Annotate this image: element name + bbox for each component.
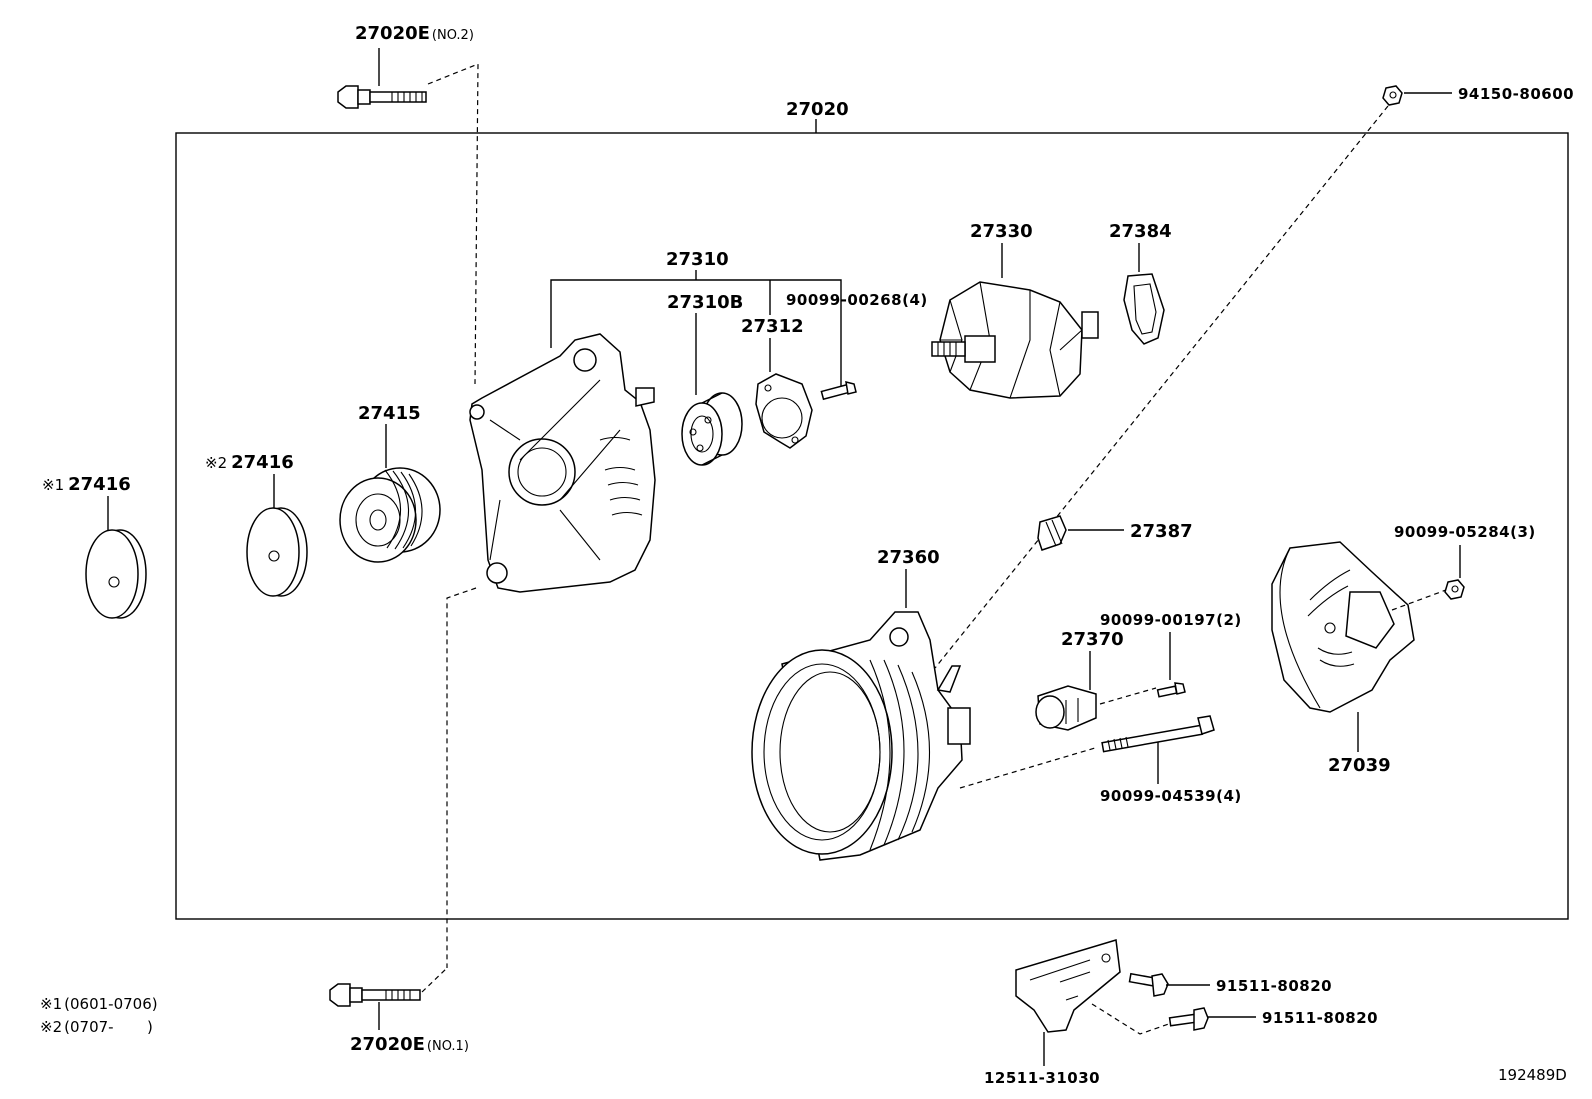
brush-holder-27370[interactable]: 27370	[1035, 629, 1157, 731]
svg-text:91511-80820: 91511-80820	[1216, 977, 1332, 995]
svg-text:27387: 27387	[1130, 521, 1193, 542]
bracket-12511-31030[interactable]: 12511-31030	[984, 939, 1181, 1087]
svg-text:27039: 27039	[1328, 755, 1391, 776]
svg-text:94150-80600: 94150-80600	[1458, 85, 1574, 103]
svg-text:27370: 27370	[1061, 629, 1124, 650]
svg-text:27020E(NO.2): 27020E(NO.2)	[355, 23, 474, 44]
svg-text:27415: 27415	[358, 403, 421, 424]
insulator-27387[interactable]: 27387	[1037, 515, 1193, 551]
rotor-27330[interactable]: 27330	[931, 221, 1099, 399]
svg-text:27312: 27312	[741, 316, 804, 337]
assembly-frame	[175, 132, 1569, 920]
svg-text:27310: 27310	[666, 249, 729, 270]
bolt-90099-04539[interactable]: 90099-04539(4)	[1100, 715, 1242, 805]
svg-text:12511-31030: 12511-31030	[984, 1069, 1100, 1087]
figure-id: 192489D	[1498, 1066, 1567, 1084]
bearing-27310b[interactable]	[681, 392, 743, 466]
bolt-27020e-no1[interactable]: 27020E(NO.1)	[329, 967, 469, 1055]
bolt-91511-80820-upper[interactable]: 91511-80820	[1128, 972, 1333, 997]
svg-text:27020E(NO.1): 27020E(NO.1)	[350, 1034, 469, 1055]
svg-text:90099-00197(2): 90099-00197(2)	[1100, 611, 1242, 629]
svg-text:90099-04539(4): 90099-04539(4)	[1100, 787, 1242, 805]
drive-end-frame-27310[interactable]	[446, 333, 656, 968]
bolt-27020e-no2[interactable]: 27020E(NO.2)	[337, 23, 479, 385]
svg-text:90099-05284(3): 90099-05284(3)	[1394, 523, 1536, 541]
svg-text:27384: 27384	[1109, 221, 1172, 242]
footnotes: ※1(0601-0706) ※2(0707- )	[40, 995, 158, 1036]
svg-text:27360: 27360	[877, 547, 940, 568]
retainer-27312[interactable]	[755, 373, 813, 449]
svg-text:91511-80820: 91511-80820	[1262, 1009, 1378, 1027]
screw-90099-00268[interactable]	[820, 380, 857, 401]
label-group-27310: 27310 27310B 27312 90099-00268(4)	[550, 249, 928, 395]
nut-94150-80600[interactable]: 94150-80600	[934, 85, 1574, 669]
svg-text:※1(0601-0706): ※1(0601-0706)	[40, 995, 158, 1013]
rear-cover-27039[interactable]: 27039	[1271, 541, 1447, 776]
svg-text:27330: 27330	[970, 221, 1033, 242]
svg-text:27310B: 27310B	[667, 292, 743, 313]
svg-text:※2(0707- ): ※2(0707- )	[40, 1018, 153, 1036]
assembly-label: 27020	[786, 99, 849, 120]
screw-90099-00197[interactable]: 90099-00197(2)	[1100, 611, 1242, 698]
nut-90099-05284[interactable]: 90099-05284(3)	[1394, 523, 1536, 600]
rear-frame-27360[interactable]: 27360	[751, 547, 1096, 861]
svg-text:90099-00268(4): 90099-00268(4)	[786, 291, 928, 309]
pulley-27415[interactable]: 27415	[339, 403, 441, 563]
bolt-91511-80820-lower[interactable]: 91511-80820	[1168, 1007, 1379, 1031]
insulator-27384[interactable]: 27384	[1109, 221, 1172, 345]
